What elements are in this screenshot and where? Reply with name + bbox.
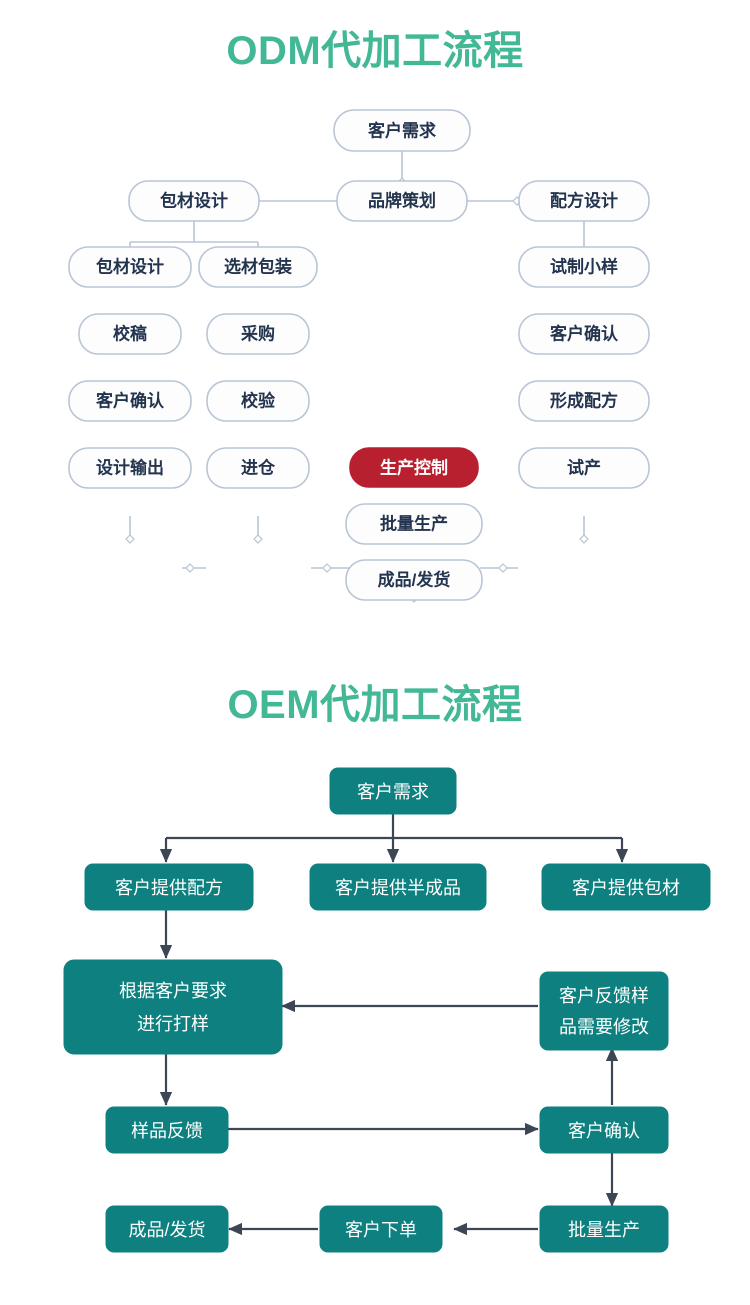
odm-node-package-design-top[interactable]: 包材设计: [128, 180, 260, 222]
odm-node-label: 形成配方: [550, 391, 618, 411]
oem-node-label: 批量生产: [568, 1220, 640, 1240]
odm-node-brand-planning[interactable]: 品牌策划: [336, 180, 468, 222]
odm-node-label: 成品/发货: [378, 570, 451, 590]
oem-node-feedback-modify[interactable]: 客户反馈样 品需要修改: [539, 971, 669, 1051]
odm-node-label: 包材设计: [96, 257, 164, 277]
odm-node-box[interactable]: [206, 447, 310, 489]
odm-node-customer-demand[interactable]: 客户需求: [333, 109, 471, 152]
odm-node-box[interactable]: [206, 313, 310, 355]
odm-node-finished-shipping[interactable]: 成品/发货: [345, 559, 483, 601]
odm-node-customer-confirm-right[interactable]: 客户确认: [518, 313, 650, 355]
odm-node-label: 配方设计: [550, 191, 618, 211]
oem-node-box[interactable]: [539, 1205, 669, 1253]
oem-node-box[interactable]: [84, 863, 254, 911]
odm-node-label: 批量生产: [380, 514, 448, 534]
odm-node-trial-production[interactable]: 试产: [518, 447, 650, 489]
oem-node-sampling[interactable]: 根据客户要求 进行打样: [63, 959, 283, 1055]
odm-node-box[interactable]: [68, 447, 192, 489]
oem-flowchart: 客户需求 客户提供配方 客户提供半成品 客户提供包材 根据客户要求 进行打样 客…: [63, 767, 711, 1253]
odm-node-box[interactable]: [518, 447, 650, 489]
odm-node-trial-sample[interactable]: 试制小样: [518, 246, 650, 288]
oem-node-label: 客户下单: [345, 1220, 417, 1240]
oem-node-label: 客户提供配方: [115, 878, 223, 898]
oem-node-label: 客户需求: [357, 782, 429, 802]
oem-connectors: [159, 814, 629, 1236]
odm-node-warehousing[interactable]: 进仓: [206, 447, 310, 489]
odm-node-label: 品牌策划: [368, 191, 436, 211]
odm-node-form-formula[interactable]: 形成配方: [518, 380, 650, 422]
odm-node-package-design-sub[interactable]: 包材设计: [68, 246, 192, 288]
odm-node-box[interactable]: [336, 180, 468, 222]
odm-node-box[interactable]: [333, 109, 471, 152]
odm-node-box[interactable]: [518, 246, 650, 288]
odm-node-material-packaging[interactable]: 选材包装: [198, 246, 318, 288]
oem-node-label: 客户提供包材: [572, 878, 680, 898]
odm-node-proofreading[interactable]: 校稿: [78, 313, 182, 355]
odm-node-production-control[interactable]: 生产控制: [349, 447, 479, 488]
oem-node-sample-feedback[interactable]: 样品反馈: [105, 1106, 229, 1154]
oem-node-customer-provides-package[interactable]: 客户提供包材: [541, 863, 711, 911]
oem-node-finished-shipping[interactable]: 成品/发货: [105, 1205, 229, 1253]
odm-node-box[interactable]: [345, 503, 483, 545]
oem-node-box[interactable]: [105, 1106, 229, 1154]
odm-node-design-output[interactable]: 设计输出: [68, 447, 192, 489]
odm-node-box[interactable]: [518, 380, 650, 422]
odm-flowchart: 客户需求 包材设计 品牌策划 配方设计 包材设计 选材包装 试制小样: [68, 109, 650, 603]
odm-node-label: 生产控制: [380, 458, 448, 478]
odm-node-label: 试制小样: [550, 257, 618, 277]
odm-node-label: 进仓: [241, 458, 276, 478]
oem-node-customer-order[interactable]: 客户下单: [319, 1205, 443, 1253]
odm-node-mass-production[interactable]: 批量生产: [345, 503, 483, 545]
odm-node-label: 采购: [240, 324, 275, 344]
oem-node-customer-provides-formula[interactable]: 客户提供配方: [84, 863, 254, 911]
oem-node-box[interactable]: [309, 863, 487, 911]
oem-node-customer-demand[interactable]: 客户需求: [329, 767, 457, 815]
oem-node-box[interactable]: [541, 863, 711, 911]
odm-node-label: 客户确认: [95, 391, 165, 411]
odm-node-box[interactable]: [345, 559, 483, 601]
odm-node-label: 选材包装: [224, 257, 292, 277]
oem-node-label-line1: 根据客户要求: [119, 981, 227, 1001]
oem-node-customer-confirm[interactable]: 客户确认: [539, 1106, 669, 1154]
oem-section-title: OEM代加工流程: [227, 683, 523, 727]
oem-node-label: 客户确认: [568, 1121, 640, 1141]
odm-node-label: 校验: [241, 391, 276, 411]
odm-connectors: [125, 151, 589, 603]
oem-node-box[interactable]: [329, 767, 457, 815]
odm-node-customer-confirm-left[interactable]: 客户确认: [68, 380, 192, 422]
odm-section-title: ODM代加工流程: [226, 29, 524, 73]
odm-node-label: 校稿: [113, 324, 147, 344]
odm-node-box[interactable]: [128, 180, 260, 222]
oem-node-box[interactable]: [539, 971, 669, 1051]
odm-node-inspection[interactable]: 校验: [206, 380, 310, 422]
oem-node-label-line2: 进行打样: [137, 1014, 209, 1034]
oem-node-label: 客户提供半成品: [335, 878, 461, 898]
odm-accent-node-box[interactable]: [349, 447, 479, 488]
odm-node-label: 设计输出: [96, 458, 164, 478]
oem-node-customer-provides-semi[interactable]: 客户提供半成品: [309, 863, 487, 911]
oem-node-box[interactable]: [539, 1106, 669, 1154]
odm-node-box[interactable]: [68, 380, 192, 422]
oem-node-box[interactable]: [63, 959, 283, 1055]
odm-node-box[interactable]: [198, 246, 318, 288]
oem-node-label: 成品/发货: [128, 1220, 205, 1240]
odm-node-label: 试产: [567, 458, 601, 478]
odm-node-label: 客户确认: [549, 324, 619, 344]
odm-node-box[interactable]: [78, 313, 182, 355]
oem-node-label-line2: 品需要修改: [559, 1017, 649, 1037]
odm-node-purchasing[interactable]: 采购: [206, 313, 310, 355]
odm-node-box[interactable]: [68, 246, 192, 288]
odm-node-label: 包材设计: [160, 191, 228, 211]
oem-node-box[interactable]: [105, 1205, 229, 1253]
oem-node-box[interactable]: [319, 1205, 443, 1253]
odm-node-box[interactable]: [518, 313, 650, 355]
odm-node-box[interactable]: [206, 380, 310, 422]
oem-node-mass-production[interactable]: 批量生产: [539, 1205, 669, 1253]
odm-node-box[interactable]: [518, 180, 650, 222]
odm-node-formula-design[interactable]: 配方设计: [518, 180, 650, 222]
odm-node-label: 客户需求: [367, 121, 436, 141]
oem-node-label: 样品反馈: [131, 1121, 203, 1141]
oem-node-label-line1: 客户反馈样: [559, 986, 649, 1006]
